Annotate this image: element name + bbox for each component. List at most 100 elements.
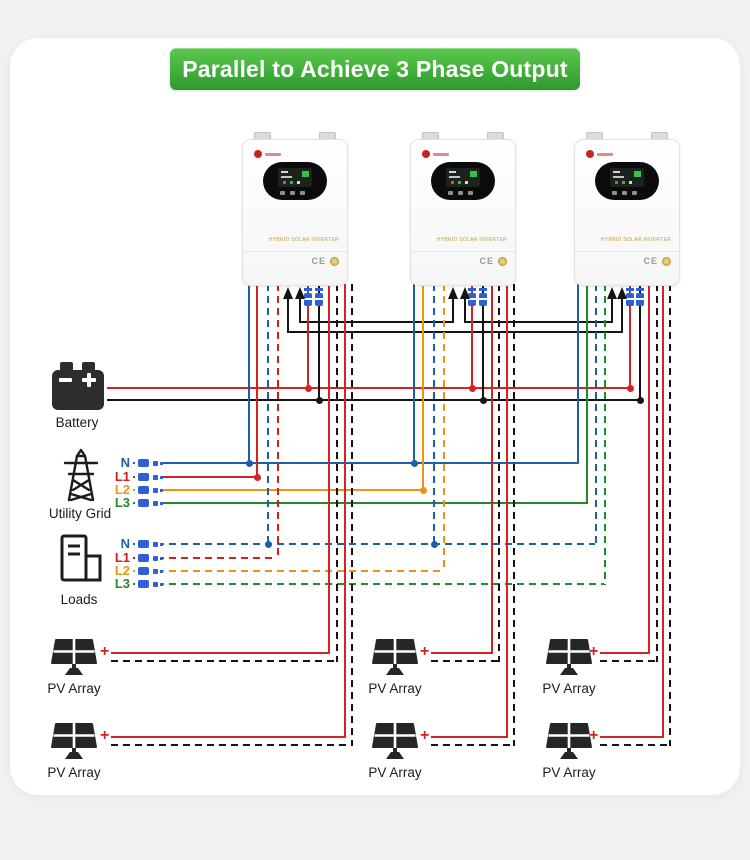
junction-dot (411, 460, 418, 467)
fuse-icon (160, 557, 163, 560)
junction-dot (420, 487, 427, 494)
fuse-icon (153, 556, 158, 561)
breaker-icon (626, 288, 634, 291)
inverter-display (595, 162, 659, 200)
junction-dot (316, 397, 323, 404)
panel-seam (575, 251, 679, 252)
display-button (280, 191, 285, 195)
lcd-screen-icon (446, 168, 480, 187)
fuse-icon (138, 486, 149, 494)
comm-arrow-icon (448, 287, 458, 299)
breaker-icon (479, 298, 487, 300)
wire (107, 387, 629, 389)
fuse-gap (135, 566, 163, 576)
lcd-screen-icon (278, 168, 312, 187)
fuse-icon (138, 499, 149, 507)
fuse-gap (135, 485, 163, 495)
wire (133, 502, 586, 504)
wire (513, 284, 515, 746)
breaker-icon (636, 298, 644, 300)
wire (133, 462, 577, 464)
wire (611, 298, 613, 323)
wire (577, 284, 579, 464)
title-banner: Parallel to Achieve 3 Phase Output (170, 48, 580, 90)
fuse-icon (160, 502, 163, 505)
wire (133, 583, 604, 585)
wire (111, 736, 344, 738)
pv-plus-sign: + (420, 727, 430, 744)
breaker-icon (626, 298, 634, 300)
wire (491, 284, 493, 654)
pv-array-icon (545, 638, 593, 683)
comm-arrow-icon (283, 287, 293, 299)
fuse-gap (135, 553, 163, 563)
fuse-icon (153, 488, 158, 493)
wire (307, 284, 309, 389)
display-button (622, 191, 627, 195)
display-button (448, 191, 453, 195)
ce-mark: CE (643, 256, 658, 266)
inverter-1: HYBRID SOLAR INVERTER CE (242, 132, 348, 286)
fuse-icon (138, 459, 149, 467)
fuse-icon (153, 461, 158, 466)
wire (344, 284, 346, 738)
wire (107, 399, 639, 401)
wire (669, 284, 671, 746)
grid-phase-n: N (120, 455, 130, 470)
wire (111, 652, 328, 654)
junction-dot (637, 397, 644, 404)
wire (648, 284, 650, 654)
battery-icon (52, 362, 104, 410)
junction-dot (265, 541, 272, 548)
display-button (612, 191, 617, 195)
model-text: HYBRID SOLAR INVERTER (268, 237, 339, 243)
loads-phase-l3: L3 (114, 576, 130, 591)
grid-phase-l1: L1 (114, 469, 130, 484)
fuse-icon (153, 542, 158, 547)
loads-phase-l1: L1 (114, 550, 130, 565)
pv-array-label: PV Array (47, 681, 101, 696)
breaker-icon (304, 298, 312, 300)
wire (133, 543, 595, 545)
pv-plus-sign: + (589, 643, 599, 660)
wire (431, 660, 498, 662)
fuse-gap (135, 458, 163, 468)
fuse-icon (153, 501, 158, 506)
panel-seam (243, 251, 347, 252)
wire (336, 284, 338, 662)
page-title: Parallel to Achieve 3 Phase Output (182, 55, 568, 82)
wire (133, 476, 256, 478)
wire (267, 284, 269, 545)
breaker-icon (479, 288, 487, 291)
fuse-icon (160, 543, 163, 546)
loads-label: Loads (60, 592, 98, 607)
loads-icon (58, 533, 104, 585)
fuse-icon (153, 475, 158, 480)
wire (595, 284, 597, 545)
gold-badge-icon (330, 256, 339, 266)
wire (586, 284, 588, 504)
fuse-icon (160, 489, 163, 492)
pv-array-icon (545, 722, 593, 767)
wire (498, 284, 500, 662)
wire (413, 284, 415, 464)
comm-arrow-icon (617, 287, 627, 299)
loads-phase-n: N (120, 536, 130, 551)
fuse-icon (153, 582, 158, 587)
wire (318, 284, 320, 401)
wire (431, 652, 491, 654)
inverter-3: HYBRID SOLAR INVERTER CE (574, 132, 680, 286)
junction-dot (431, 541, 438, 548)
fuse-icon (138, 580, 149, 588)
ce-mark: CE (479, 256, 494, 266)
fuse-icon (160, 462, 163, 465)
junction-dot (246, 460, 253, 467)
wire (600, 660, 656, 662)
wire (287, 331, 621, 333)
grid-phase-l2: L2 (114, 482, 130, 497)
wire (328, 284, 330, 654)
pv-array-label: PV Array (542, 681, 596, 696)
display-button (290, 191, 295, 195)
comm-arrow-icon (295, 287, 305, 299)
